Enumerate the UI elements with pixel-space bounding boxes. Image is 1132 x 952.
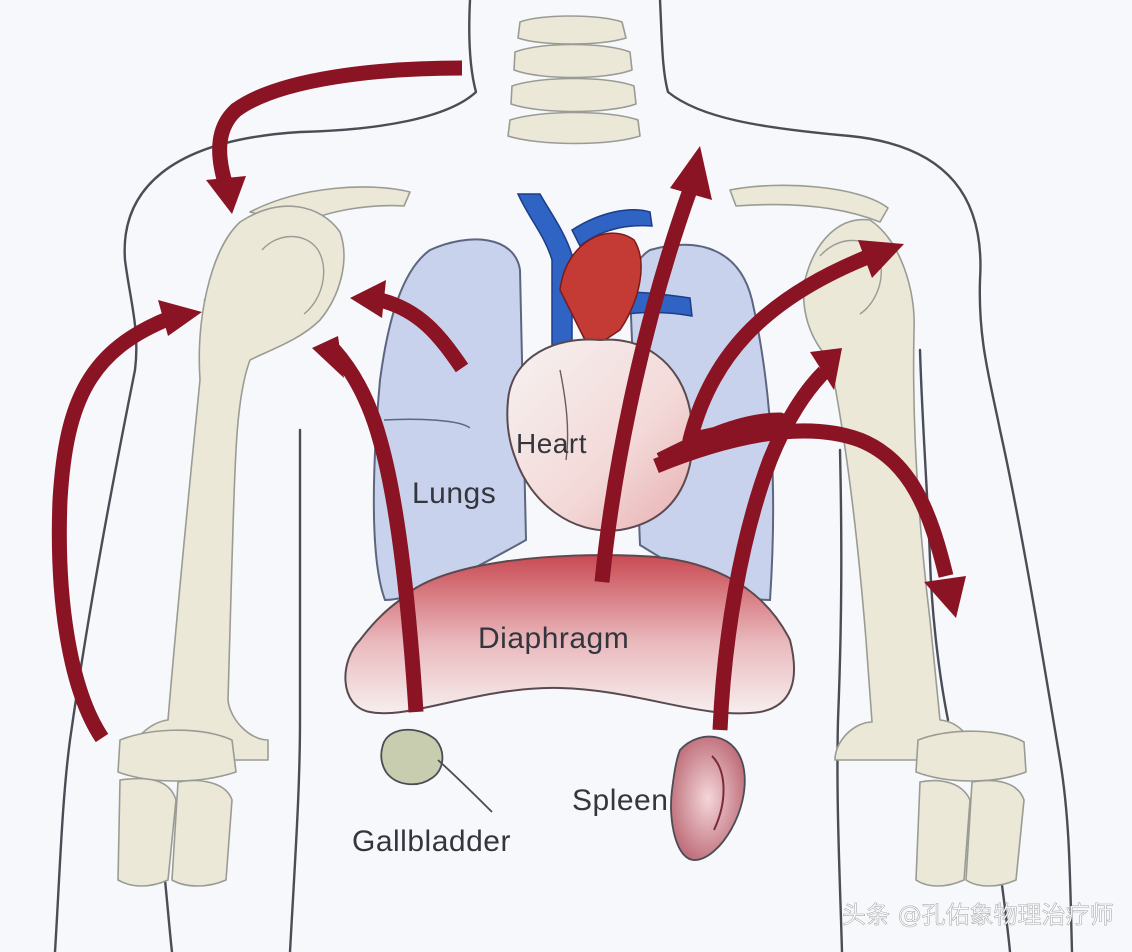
arrow-heart-to-right-shoulder	[656, 249, 873, 467]
right-shoulder-bones	[729, 184, 1027, 887]
referred-pain-arrows	[51, 60, 966, 743]
label-diaphragm: Diaphragm	[478, 622, 629, 655]
left-shoulder-bones	[117, 186, 411, 887]
heart-organ	[506, 232, 694, 532]
label-heart: Heart	[516, 428, 587, 459]
label-spleen: Spleen	[572, 784, 668, 817]
spleen-organ	[670, 735, 746, 861]
label-lungs: Lungs	[412, 477, 496, 510]
labels: Heart Lungs Diaphragm Gallbladder Spleen	[352, 428, 668, 858]
arrow-spleen-to-right-shoulder	[712, 366, 830, 731]
gallbladder-organ	[380, 728, 493, 813]
arrow-diaphragm-to-neck	[594, 187, 698, 583]
arrow-lung-to-shoulder	[377, 292, 469, 373]
arrow-neck-to-left-shoulder	[212, 60, 463, 189]
watermark: 头条 @孔佑象物理治疗师	[842, 901, 1114, 929]
cervical-spine	[507, 15, 641, 145]
arrow-left-arm-to-shoulder	[51, 311, 173, 743]
left-lung	[372, 238, 528, 602]
arrow-heart-to-right-arm	[653, 423, 954, 578]
arrow-gallbladder-to-shoulder	[328, 345, 424, 713]
label-gallbladder: Gallbladder	[352, 825, 511, 858]
